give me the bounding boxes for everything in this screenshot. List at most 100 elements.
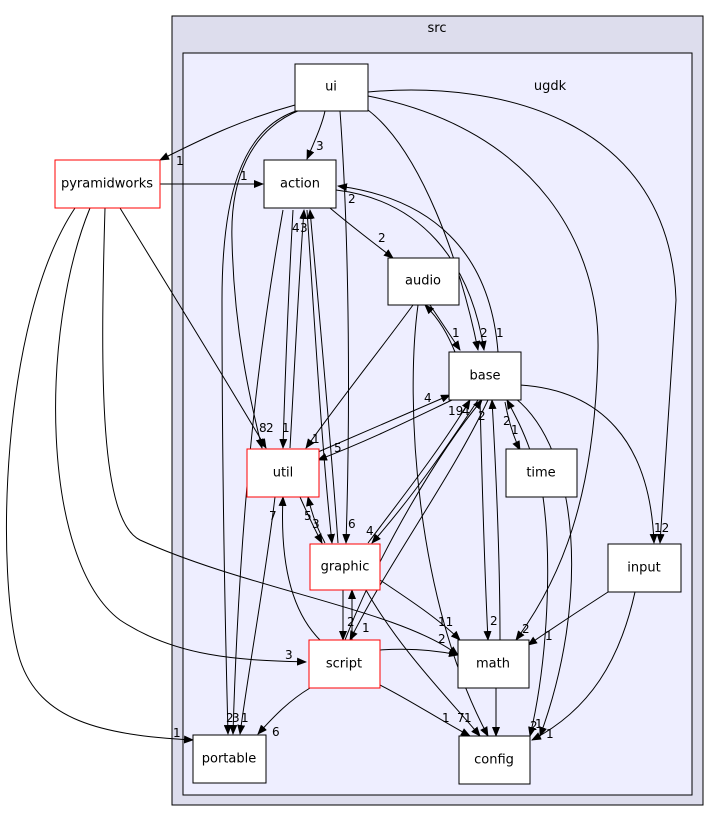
edge-label-script-config: 1 <box>442 711 450 725</box>
node-audio-label: audio <box>405 274 441 289</box>
edge-label-pyramidworks-portable: 1 <box>173 726 181 740</box>
node-base-label: base <box>470 369 501 384</box>
edge-label-script-portable: 6 <box>272 725 280 739</box>
edge-input-math: 1 <box>527 591 609 646</box>
node-ui[interactable]: ui <box>294 63 369 112</box>
edge-label-base-config: 1 <box>535 717 543 731</box>
edge-base-time: 1 <box>504 401 521 451</box>
edge-util-action: 1 <box>282 209 308 449</box>
edge-ui-portable: 3 <box>221 110 297 735</box>
edge-label-input-config: 1 <box>546 727 554 741</box>
node-ui-label: ui <box>325 80 337 95</box>
edge-label-util-portable: 1 <box>241 711 249 725</box>
node-portable-label: portable <box>202 752 256 767</box>
node-config-label: config <box>474 753 514 768</box>
edge-math-config: 2 <box>492 622 530 737</box>
edge-label-graphic-math: 11 <box>438 615 453 629</box>
edge-label-graphic-script: 2 <box>347 615 355 629</box>
edge-graphic-base: 19 <box>367 399 471 544</box>
edge-input-config: 1 <box>531 591 636 741</box>
edge-pyramidworks-action: 1 <box>160 169 264 188</box>
node-config[interactable]: config <box>458 735 531 785</box>
node-audio[interactable]: audio <box>387 257 460 306</box>
edge-label-script-base: 4 <box>462 404 470 418</box>
edge-script-base: 4 <box>344 399 483 641</box>
edge-label-util-base: 4 <box>424 391 432 405</box>
edge-label-action-portable: 2 <box>226 711 234 725</box>
edge-pyramidworks-math <box>102 207 459 656</box>
edge-label-base-input: 12 <box>654 521 669 535</box>
edge-label-pyramidworks-util: 2 <box>266 421 274 435</box>
edge-label-base-util: 5 <box>334 441 342 455</box>
edge-label-audio-util: 1 <box>312 432 320 446</box>
edge-ui-util: 8 <box>231 109 301 449</box>
node-pyramidworks[interactable]: pyramidworks <box>54 159 161 209</box>
edge-label-pyramidworks-script: 3 <box>285 648 293 662</box>
edge-ui-input <box>367 89 677 544</box>
edge-base-action: 2 <box>337 183 499 353</box>
node-math-label: math <box>476 657 510 672</box>
edge-label-ui-graphic: 6 <box>348 517 356 531</box>
edge-label-base-math: 2 <box>490 614 498 628</box>
edge-audio-util: 1 <box>305 304 414 449</box>
edge-pyramidworks-portable: 1 <box>6 207 194 744</box>
edge-label-action-audio: 2 <box>378 231 386 245</box>
edge-label-ui-action: 3 <box>316 139 324 153</box>
edge-label-ui-util: 8 <box>259 421 267 435</box>
edge-script-portable: 6 <box>257 687 311 739</box>
edge-label-graphic-util: 5 <box>304 509 312 523</box>
node-math[interactable]: math <box>457 639 530 689</box>
edge-action-util: 4 <box>279 209 300 449</box>
edge-label-math-config: 2 <box>522 622 530 636</box>
edge-graphic-script: 2 <box>339 590 355 641</box>
node-script[interactable]: script <box>308 639 381 689</box>
node-input[interactable]: input <box>607 543 682 593</box>
edge-base-graphic: 4 <box>366 399 479 544</box>
edge-label-time-base: 2 <box>503 414 511 428</box>
edge-util-base: 4 <box>317 391 451 453</box>
node-util[interactable]: util <box>246 448 320 498</box>
edge-label-ui-portable: 3 <box>232 711 240 725</box>
node-script-label: script <box>326 657 362 672</box>
edge-base-script <box>349 399 489 641</box>
edge-base-audio: 1 <box>424 304 504 353</box>
edge-label-script-graphic: 1 <box>362 621 370 635</box>
edge-label-script-math: 2 <box>438 632 446 646</box>
edge-graphic-config: 7 <box>365 589 481 737</box>
node-input-label: input <box>627 561 660 576</box>
edge-base-math: 2 <box>479 399 498 641</box>
node-graphic[interactable]: graphic <box>309 543 381 591</box>
node-graphic-label: graphic <box>321 560 370 575</box>
edge-script-graphic: 1 <box>348 589 370 640</box>
edge-label-graphic-base: 19 <box>448 404 463 418</box>
edge-time-config: 2 <box>528 496 549 737</box>
edge-label-action-graphic: 3 <box>300 221 308 235</box>
edge-label-graphic-config: 7 <box>457 711 465 725</box>
edge-label-audio-base: 1 <box>452 326 460 340</box>
edge-label-input-math: 1 <box>545 629 553 643</box>
node-time[interactable]: time <box>505 448 578 498</box>
edge-label-action-base: 2 <box>480 326 488 340</box>
edge-label-audio-config: 1 <box>464 711 472 725</box>
edge-time-base: 2 <box>503 399 531 451</box>
node-pyramidworks-label: pyramidworks <box>61 177 153 192</box>
edge-graphic-action <box>306 209 339 544</box>
edge-action-portable: 2 <box>226 209 284 735</box>
node-portable[interactable]: portable <box>192 734 267 784</box>
edge-action-graphic: 3 <box>300 209 336 544</box>
edge-label-action-util: 4 <box>292 221 300 235</box>
node-base[interactable]: base <box>448 351 522 401</box>
edge-label-util-action: 1 <box>282 421 290 435</box>
edge-label-base-audio: 1 <box>496 326 504 340</box>
edge-base-input: 12 <box>519 384 669 544</box>
node-action[interactable]: action <box>263 159 337 209</box>
edge-label-pyramidworks-action: 1 <box>240 169 248 183</box>
node-action-label: action <box>280 177 320 192</box>
edge-ui-action: 3 <box>306 110 326 160</box>
edge-base-util: 5 <box>317 399 453 461</box>
edge-label-base-time: 1 <box>511 423 519 437</box>
node-util-label: util <box>273 466 294 481</box>
edge-math-base: 2 <box>478 399 501 641</box>
edge-label-base-graphic: 4 <box>366 524 374 538</box>
edge-label-time-config: 2 <box>530 719 538 733</box>
